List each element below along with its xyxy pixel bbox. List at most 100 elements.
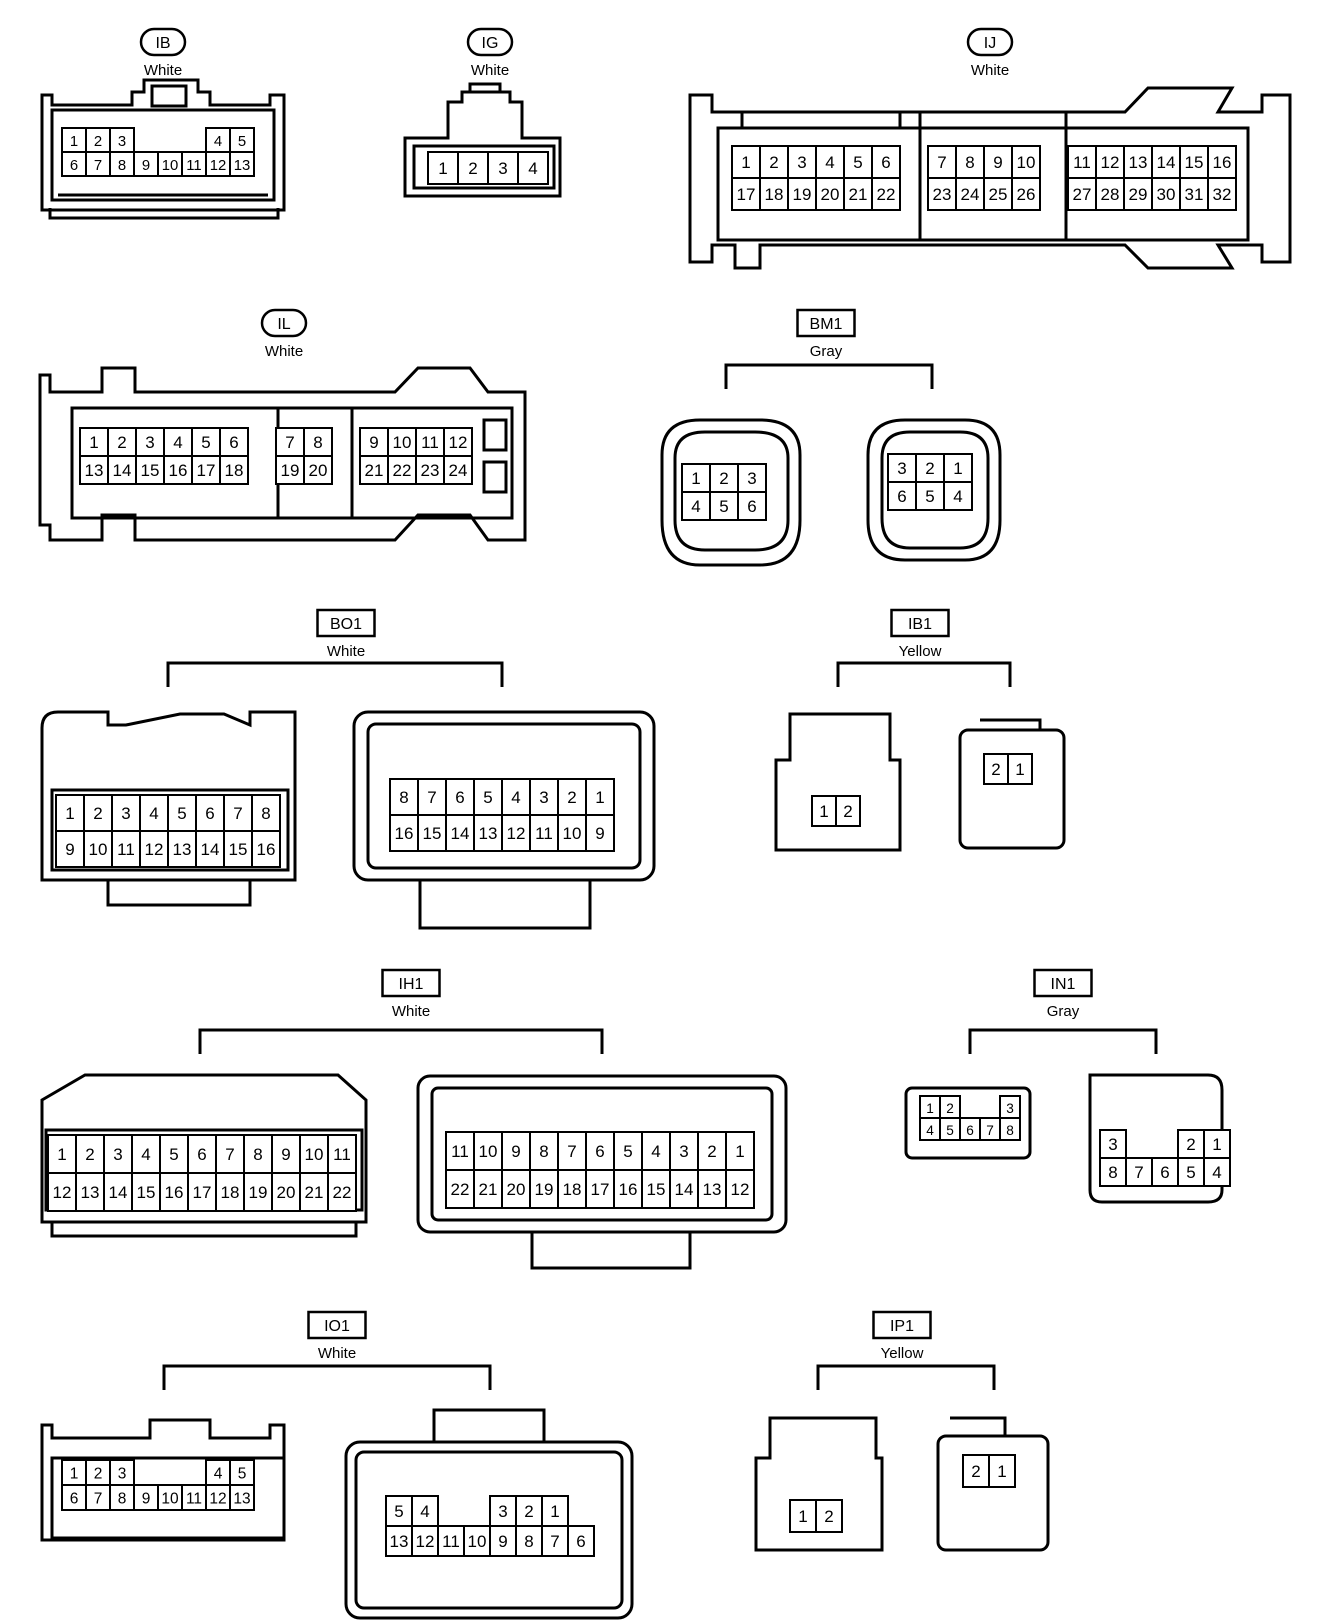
- pin-number: 12: [416, 1532, 435, 1551]
- connector-io1-pin: 6: [567, 1525, 595, 1557]
- pin-number: 2: [468, 159, 477, 178]
- pin-number: 14: [113, 461, 132, 480]
- connector-il-pin: 3: [135, 427, 165, 457]
- pin-number: 6: [897, 487, 906, 506]
- pin-number: 1: [57, 1145, 66, 1164]
- connector-bo1-pin: 8: [251, 794, 281, 832]
- pin-number: 9: [511, 1142, 520, 1161]
- connector-ih1-pin: 15: [641, 1169, 671, 1209]
- pin-cell: [567, 1525, 595, 1557]
- pin-number: 19: [535, 1180, 554, 1199]
- pin-number: 2: [94, 134, 102, 150]
- connector-ij-pin: 16: [1207, 145, 1237, 179]
- pin-cell: [487, 151, 519, 185]
- pin-cell: [167, 830, 197, 868]
- pin-number: 2: [85, 1145, 94, 1164]
- pin-cell: [463, 1525, 491, 1557]
- pin-number: 1: [550, 1502, 559, 1521]
- connector-ij-pin: 7: [927, 145, 957, 179]
- pin-cell: [541, 1495, 569, 1527]
- pin-cell: [473, 1169, 503, 1209]
- pin-number: 3: [797, 153, 806, 172]
- connector-ih1-pin: 15: [131, 1172, 161, 1212]
- connector-io1-pin: 2: [85, 1459, 111, 1486]
- connector-il-color: White: [265, 343, 303, 360]
- connector-ib-pin: 5: [229, 127, 255, 153]
- pin-number: 5: [925, 487, 934, 506]
- pin-cell: [529, 814, 559, 852]
- connector-il-pin: 19: [275, 455, 305, 485]
- pin-cell: [517, 151, 549, 185]
- connector-ij-pin: 23: [927, 177, 957, 211]
- connector-ij-color: White: [971, 62, 1009, 79]
- pin-number: 12: [1101, 153, 1120, 172]
- pin-number: 13: [1129, 153, 1148, 172]
- connector-ih1-pin: 9: [271, 1134, 301, 1174]
- connector-bo1-pin: 2: [557, 778, 587, 816]
- connector-ih1-pin: 6: [187, 1134, 217, 1174]
- pin-cell: [205, 1484, 231, 1511]
- connector-il-pin: 16: [163, 455, 193, 485]
- pin-number: 10: [468, 1532, 487, 1551]
- pin-cell: [529, 1169, 559, 1209]
- connector-ij-name: IJ: [984, 35, 996, 52]
- connector-ih1-pin: 4: [641, 1131, 671, 1171]
- pin-number: 18: [563, 1180, 582, 1199]
- connector-ij-pin: 26: [1011, 177, 1041, 211]
- pin-cell: [163, 427, 193, 457]
- connector-ij-pin: 28: [1095, 177, 1125, 211]
- pin-number: 5: [719, 497, 728, 516]
- pin-number: 6: [595, 1142, 604, 1161]
- pin-number: 10: [479, 1142, 498, 1161]
- pin-number: 11: [442, 1532, 460, 1551]
- pin-number: 3: [539, 788, 548, 807]
- pin-number: 2: [1186, 1135, 1195, 1154]
- pin-number: 7: [986, 1123, 994, 1138]
- pin-number: 12: [145, 840, 164, 859]
- connector-ib1-pin: 1: [1007, 753, 1033, 785]
- connector-il-pin: 15: [135, 455, 165, 485]
- pin-cell: [1179, 145, 1209, 179]
- pin-cell: [1099, 1157, 1127, 1187]
- pin-number: 9: [281, 1145, 290, 1164]
- pin-number: 12: [210, 158, 227, 174]
- pin-number: 11: [117, 840, 135, 859]
- connector-ih1-pin: 18: [215, 1172, 245, 1212]
- connector-ih1-color: White: [392, 1003, 430, 1020]
- connector-ih1-pin: 1: [47, 1134, 77, 1174]
- connector-ih1-pin: 3: [103, 1134, 133, 1174]
- pin-number: 6: [747, 497, 756, 516]
- connector-io1-pin: 7: [541, 1525, 569, 1557]
- pin-number: 23: [933, 185, 952, 204]
- connector-ih1-pin: 7: [215, 1134, 245, 1174]
- connector-ib-label-frame: [139, 27, 187, 57]
- connector-ih1-pin: 13: [75, 1172, 105, 1212]
- pin-cell: [219, 427, 249, 457]
- connector-ih1-name: IH1: [399, 976, 424, 993]
- connector-bo1-pin: 13: [167, 830, 197, 868]
- connector-ih1-pin: 5: [159, 1134, 189, 1174]
- pin-number: 15: [141, 461, 160, 480]
- pin-number: 8: [539, 1142, 548, 1161]
- connector-ib1-label-frame: [890, 608, 950, 638]
- pin-number: 26: [1017, 185, 1036, 204]
- connector-il-name: IL: [277, 316, 290, 333]
- pin-cell: [135, 427, 165, 457]
- connector-bo1-name: BO1: [330, 616, 362, 633]
- pin-number: 9: [142, 1491, 151, 1508]
- connector-ij-pin: 14: [1151, 145, 1181, 179]
- pin-cell: [271, 1134, 301, 1174]
- connector-ij-pin: 24: [955, 177, 985, 211]
- connector-bm1-bracket: [724, 363, 934, 389]
- pin-cell: [1207, 177, 1237, 211]
- connector-bo1-pin: 10: [557, 814, 587, 852]
- connector-ig-label-frame: [466, 27, 514, 57]
- pin-cell: [83, 830, 113, 868]
- pin-number: 7: [225, 1145, 234, 1164]
- pin-number: 5: [1186, 1163, 1195, 1182]
- pin-number: 5: [238, 1466, 247, 1483]
- pin-number: 3: [747, 469, 756, 488]
- pin-number: 2: [93, 804, 102, 823]
